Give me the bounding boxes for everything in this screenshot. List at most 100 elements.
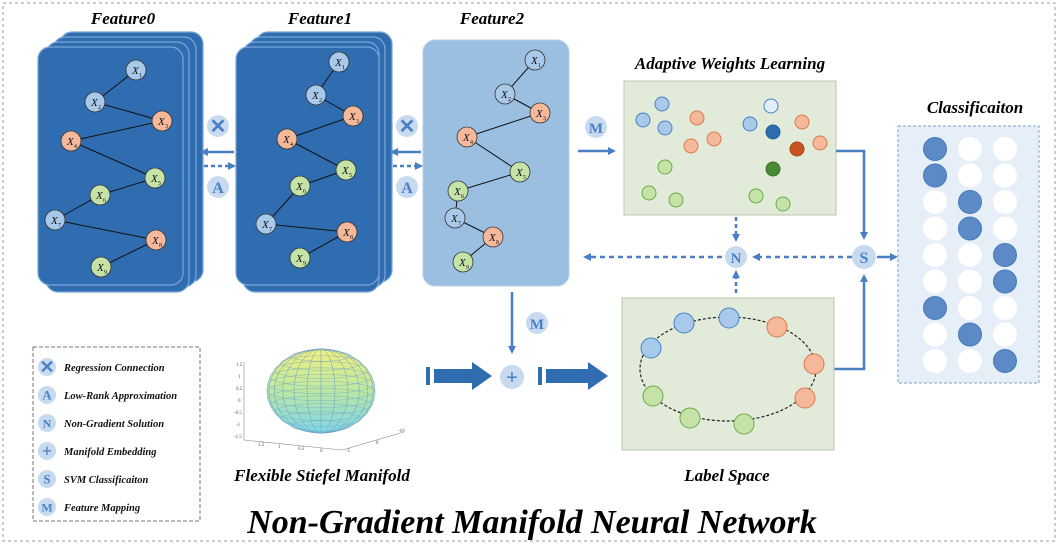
class-dot — [958, 190, 982, 214]
node-label: X — [515, 167, 524, 179]
feature1-title: Feature1 — [287, 9, 352, 28]
node-label: X — [311, 90, 320, 102]
legend-label: SVM Classificaiton — [64, 475, 148, 486]
svg-text:-5: -5 — [346, 449, 351, 454]
mapping-icon — [38, 498, 56, 516]
node-subscript: 4 — [290, 142, 293, 148]
node-subscript: 2 — [98, 105, 101, 111]
node-label: X — [157, 116, 166, 128]
node-subscript: 1 — [139, 73, 142, 79]
connector-0-1: ✕ A — [200, 115, 236, 198]
node-subscript: 6 — [303, 189, 306, 195]
node-subscript: 3 — [165, 124, 168, 130]
class-dot — [958, 349, 982, 373]
node-label: X — [66, 136, 75, 148]
low-rank-icon — [38, 386, 56, 404]
class-dot — [993, 243, 1017, 267]
class-dot — [993, 322, 1017, 347]
class-dot — [958, 322, 982, 347]
connector-1-2: ✕ A — [390, 115, 423, 198]
regression-icon — [38, 358, 56, 376]
feature-mapping-icon — [526, 312, 548, 334]
node-label: X — [150, 173, 159, 185]
classification-grid — [923, 137, 1017, 373]
svg-text:0: 0 — [376, 441, 379, 446]
svg-text:1.5: 1.5 — [236, 363, 243, 368]
svg-text:✕: ✕ — [399, 116, 416, 138]
svg-text:0.5: 0.5 — [236, 387, 243, 392]
svg-text:1: 1 — [238, 375, 241, 380]
class-dot — [958, 296, 982, 320]
class-dot — [958, 137, 982, 161]
svg-text:-10: -10 — [398, 429, 405, 434]
label-space-title: Label Space — [683, 466, 770, 485]
node-label: X — [295, 253, 304, 265]
node-label: X — [342, 227, 351, 239]
node-label: X — [535, 108, 544, 120]
legend-label: Non-Gradient Solution — [63, 419, 164, 430]
node-label: X — [458, 257, 467, 269]
class-dot — [923, 322, 947, 347]
non-gradient-icon — [38, 414, 56, 432]
class-dot — [993, 137, 1017, 161]
svg-text:M: M — [589, 121, 603, 137]
node-label: X — [334, 57, 343, 69]
node-label: X — [462, 132, 471, 144]
manifold-flow: + — [426, 362, 608, 390]
node-label: X — [96, 262, 105, 274]
node-subscript: 2 — [508, 97, 511, 103]
legend-item-manifold: +Manifold Embedding — [38, 441, 156, 461]
node-subscript: 4 — [470, 140, 473, 146]
svg-text:✕: ✕ — [210, 116, 227, 138]
node-subscript: 6 — [461, 194, 464, 200]
node-label: X — [453, 186, 462, 198]
legend-item-regression: ✕Regression Connection — [38, 357, 165, 377]
manifold-icon — [38, 442, 56, 460]
svg-text:N: N — [43, 417, 52, 431]
node-subscript: 9 — [303, 261, 306, 267]
node-label: X — [500, 89, 509, 101]
node-label: X — [295, 181, 304, 193]
node-subscript: 7 — [58, 223, 61, 229]
node-subscript: 2 — [319, 98, 322, 104]
node-subscript: 7 — [269, 227, 272, 233]
class-dot — [923, 349, 947, 373]
node-subscript: 8 — [350, 235, 353, 241]
legend-label: Manifold Embedding — [63, 447, 156, 458]
class-dot — [923, 137, 947, 161]
feature1-stack — [235, 31, 393, 293]
node-label: X — [95, 190, 104, 202]
svg-text:-1: -1 — [236, 423, 241, 428]
class-dot — [923, 296, 947, 320]
node-subscript: 9 — [104, 270, 107, 276]
svg-text:A: A — [42, 388, 52, 403]
feature2-panel — [422, 39, 570, 287]
connector-2-manifold: M — [508, 292, 548, 354]
feature0-stack — [37, 31, 204, 293]
node-subscript: 5 — [158, 181, 161, 187]
stiefel-title: Flexible Stiefel Manifold — [233, 466, 410, 485]
legend-item-non-gradient: N Non-Gradient Solution — [38, 414, 164, 432]
node-label: X — [488, 232, 497, 244]
